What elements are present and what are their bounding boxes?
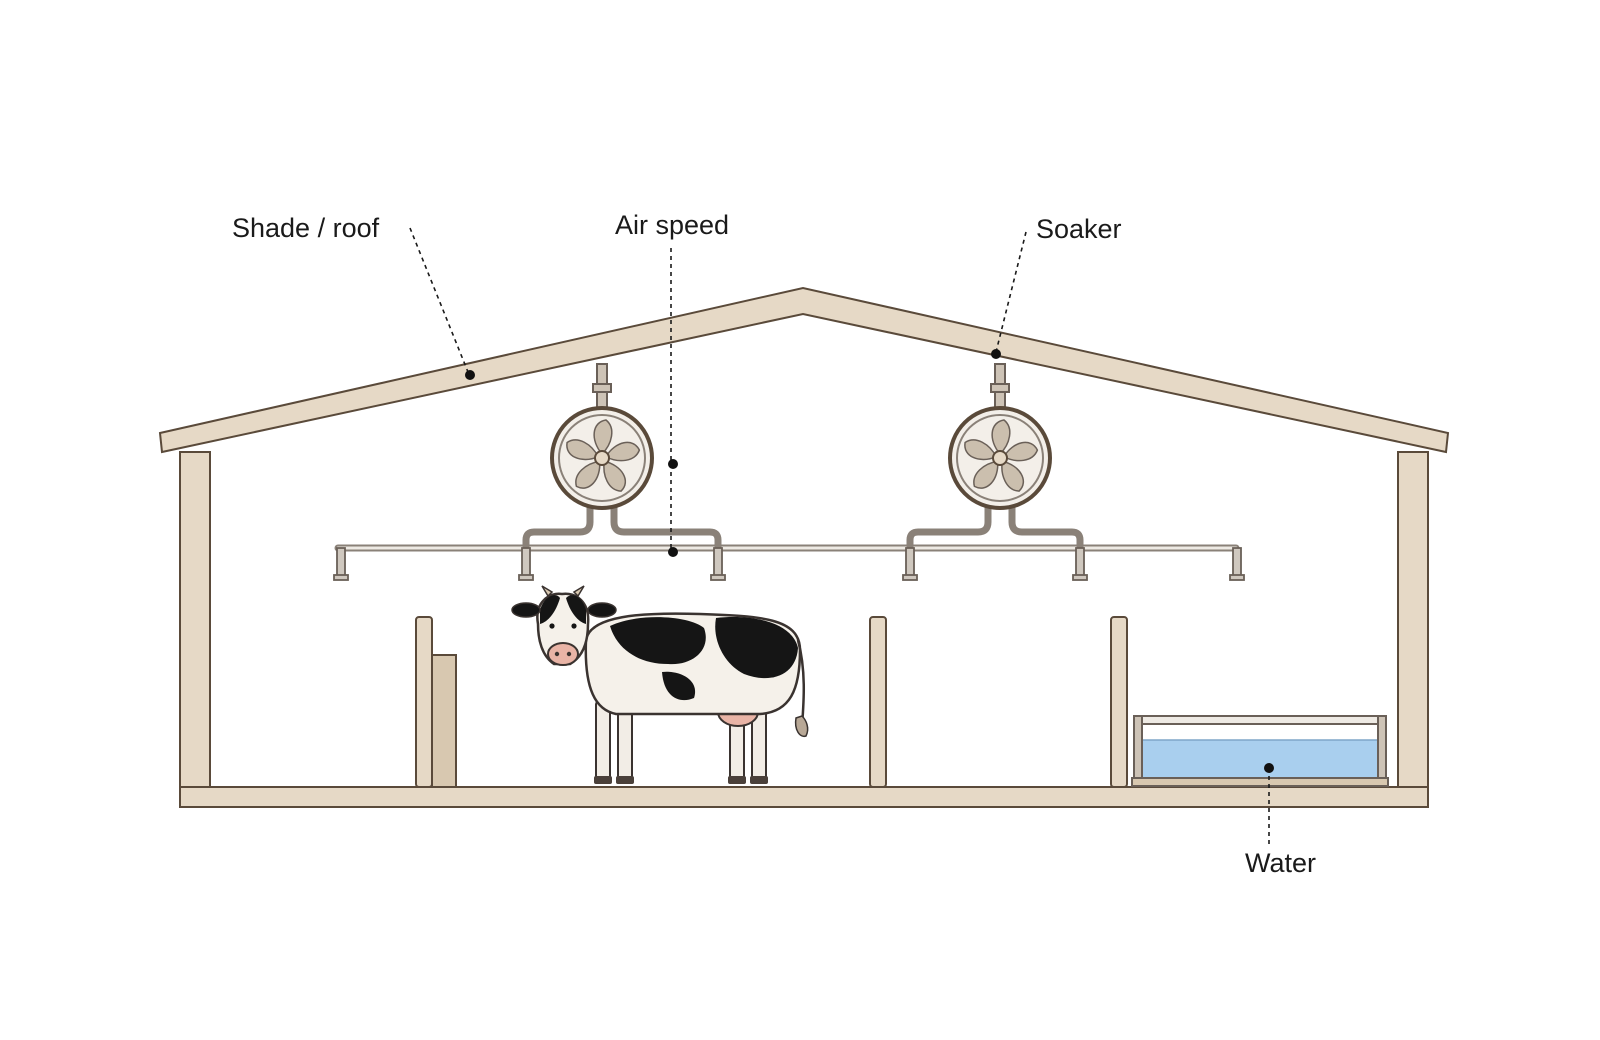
label-air-speed: Air speed [615,210,729,240]
trough-right-leg [1377,715,1387,785]
trough-water [1137,739,1383,779]
soaker-pipe-icon [333,496,1245,581]
barn-structure [158,286,1450,808]
callout-air-speed: Air speed [615,210,729,557]
callout-water: Water [1245,763,1316,878]
fan-icon [948,406,1052,510]
stall-post-middle [869,616,887,788]
roof-icon [158,286,1450,454]
trough-left-leg [1133,715,1143,785]
soaker-nozzles [333,547,1245,581]
feed-post [415,616,433,788]
trough-top-rail [1133,715,1387,725]
trough-base [1131,777,1389,787]
label-shade-roof: Shade / roof [232,213,380,243]
cow-icon [511,585,809,784]
fan-icon [550,406,654,510]
left-wall [179,451,211,807]
right-wall [1397,451,1429,807]
water-trough-icon [1131,715,1389,787]
floor [179,786,1429,808]
feed-board [431,654,457,788]
fan-hangers [592,363,1010,417]
callout-soaker: Soaker [991,214,1122,359]
stall-posts [415,616,1128,788]
label-water: Water [1245,848,1316,878]
stall-post-right [1110,616,1128,788]
label-soaker: Soaker [1036,214,1122,244]
callout-shade-roof: Shade / roof [232,213,475,380]
